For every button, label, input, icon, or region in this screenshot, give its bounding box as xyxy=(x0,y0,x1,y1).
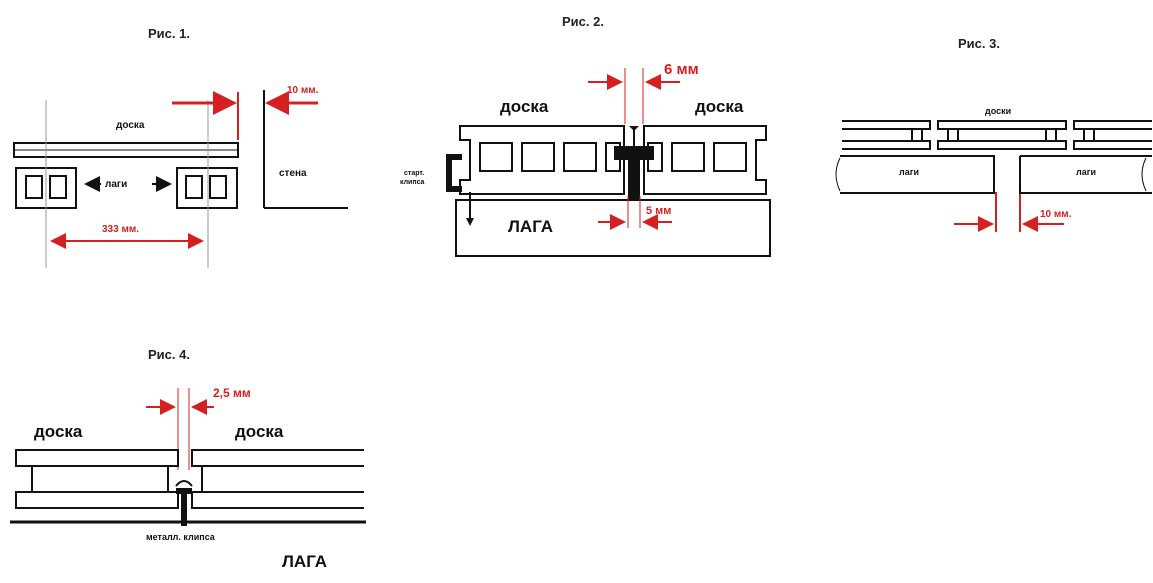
fig3-gap-label: 10 мм. xyxy=(1040,209,1072,220)
fig3-joist-left xyxy=(840,155,995,194)
fig1-spacing-label: 333 мм. xyxy=(102,224,139,235)
fig2-gap-bottom-label: 5 мм xyxy=(646,205,671,217)
fig2-joist-label: ЛАГА xyxy=(508,217,553,236)
fig3-boards xyxy=(842,120,1152,150)
fig1-gap-label: 10 мм. xyxy=(287,85,319,96)
fig4-clip-label: металл. клипса xyxy=(146,532,216,542)
fig2-board-right-label: доска xyxy=(695,97,744,116)
fig1-caption: Рис. 1. xyxy=(148,26,190,41)
fig3-joist-left-label: лаги xyxy=(899,167,919,177)
fig4-board-right-label: доска xyxy=(235,422,284,441)
fig2-board-left xyxy=(459,125,625,195)
fig4-board-right xyxy=(191,449,364,509)
fig2-t-clip xyxy=(614,146,654,200)
fig4-board-left xyxy=(15,449,179,509)
fig4-board-left-label: доска xyxy=(34,422,83,441)
fig3-joist-right xyxy=(1019,155,1152,194)
figure-2: Рис. 2. ЛАГА старт.клипса доска доска xyxy=(400,14,771,257)
fig4-caption: Рис. 4. xyxy=(148,347,190,362)
fig1-board-label: доска xyxy=(116,120,145,131)
fig2-joist xyxy=(455,199,771,257)
fig2-caption: Рис. 2. xyxy=(562,14,604,29)
fig2-gap-top-label: 6 мм xyxy=(664,61,699,78)
fig3-joist-right-label: лаги xyxy=(1076,167,1096,177)
figure-4: Рис. 4. 2,5 мм доска доска металл. клипс… xyxy=(10,347,366,571)
fig4-joist-label: ЛАГА xyxy=(282,552,327,571)
fig2-start-clip-label: старт.клипса xyxy=(400,170,425,186)
fig2-start-clip xyxy=(446,154,462,192)
fig1-joist-right xyxy=(176,167,238,209)
fig1-joists-label: лаги xyxy=(105,179,127,190)
fig2-board-left-label: доска xyxy=(500,97,549,116)
fig4-metal-clip xyxy=(176,488,192,526)
fig4-gap-label: 2,5 мм xyxy=(213,386,251,400)
figure-3: Рис. 3. доски лаги лаги 10 мм. xyxy=(835,36,1152,232)
fig3-caption: Рис. 3. xyxy=(958,36,1000,51)
fig1-wall-label: стена xyxy=(279,168,307,179)
fig2-board-right xyxy=(643,125,767,195)
figure-1: Рис. 1. доска лаги 333 мм. 10 мм. стен xyxy=(13,26,348,268)
fig3-boards-label: доски xyxy=(985,106,1011,116)
